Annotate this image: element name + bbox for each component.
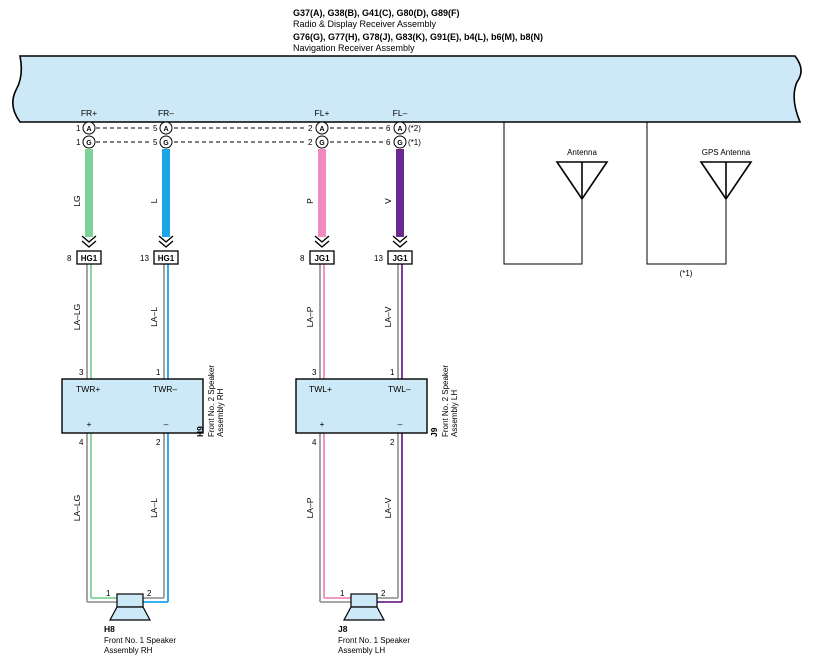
antenna-wiring: [503, 122, 727, 265]
junction-pin-2: 13: [140, 254, 149, 263]
receiver-name-radio: Radio & Display Receiver Assembly: [293, 19, 437, 29]
circle-a-3: A: [319, 126, 324, 133]
tweeter-lh-code: J9: [429, 427, 439, 437]
antenna-label: Antenna: [567, 148, 597, 157]
speaker-lh-pin-1: 1: [340, 589, 345, 598]
wire-code-la-p-bottom: LA–P: [305, 497, 315, 518]
receiver-assembly-box: [12, 55, 802, 123]
wire-code-la-lg-bottom: LA–LG: [72, 495, 82, 521]
tweeter-lh-name-1: Front No. 2 Speaker: [441, 365, 450, 437]
circle-a-4: A: [397, 126, 402, 133]
junction-jg1-a: JG1: [314, 254, 330, 263]
circle-a-2: A: [163, 126, 168, 133]
connector-dashed-lines: [96, 127, 383, 143]
receiver-codes-radio: G37(A), G38(B), G41(C), G80(D), G89(F): [293, 8, 460, 18]
pin-a-fl-minus: 6: [386, 124, 391, 133]
tweeter-rh-term-plus: TWR+: [76, 384, 100, 394]
connector-row-a: [82, 121, 407, 135]
chevron-down-icon: [81, 235, 408, 248]
note-a: (*2): [408, 124, 421, 133]
pin-g-fr-plus: 1: [76, 138, 81, 147]
wire-code-la-p-top: LA–P: [305, 306, 315, 327]
junction-pin-3: 8: [300, 254, 305, 263]
speaker-rh-name-2: Assembly RH: [104, 646, 153, 655]
speaker-lh-name-2: Assembly LH: [338, 646, 385, 655]
receiver-codes-nav: G76(G), G77(H), G78(J), G83(K), G91(E), …: [293, 32, 543, 42]
junction-connectors: [76, 250, 413, 265]
pin-g-fl-plus: 2: [308, 138, 313, 147]
pin-a-fr-minus: 5: [153, 124, 158, 133]
speaker-rh-icon: [108, 593, 152, 621]
terminal-fr-minus: FR–: [158, 108, 174, 118]
pin-g-fr-minus: 5: [153, 138, 158, 147]
tweeter-lh-sign-minus: –: [398, 419, 403, 429]
tweeter-rh-code: H9: [195, 426, 205, 437]
pin-a-fr-plus: 1: [76, 124, 81, 133]
tweeter-lh-pin-4: 4: [312, 438, 317, 447]
gps-antenna-icon: [699, 161, 753, 201]
wire-code-lg: LG: [72, 195, 82, 206]
speaker-lh-name-1: Front No. 1 Speaker: [338, 636, 410, 645]
tweeter-rh-term-minus: TWR–: [153, 384, 177, 394]
receiver-name-nav: Navigation Receiver Assembly: [293, 43, 415, 53]
speaker-lh-icon: [342, 593, 386, 621]
gps-antenna-label: GPS Antenna: [702, 148, 751, 157]
upper-wires: [85, 149, 404, 237]
circle-a-1: A: [86, 126, 91, 133]
tweeter-lh-pin-3: 3: [312, 368, 317, 377]
junction-pin-1: 8: [67, 254, 72, 263]
tweeter-lh-pin-2: 2: [390, 438, 395, 447]
junction-hg1-b: HG1: [158, 254, 175, 263]
junction-pin-4: 13: [374, 254, 383, 263]
speaker-rh-code: H8: [104, 624, 115, 634]
tweeter-rh-pin-4: 4: [79, 438, 84, 447]
terminal-fl-plus: FL+: [315, 108, 330, 118]
circle-g-4: G: [397, 140, 403, 147]
wire-code-la-v-bottom: LA–V: [383, 497, 393, 518]
connector-row-g: [82, 135, 407, 149]
speaker-rh-name-1: Front No. 1 Speaker: [104, 636, 176, 645]
circle-g-3: G: [319, 140, 325, 147]
pin-a-fl-plus: 2: [308, 124, 313, 133]
tweeter-lh-box: [295, 378, 428, 434]
junction-hg1-a: HG1: [81, 254, 98, 263]
circle-g-2: G: [163, 140, 169, 147]
circle-g-1: G: [86, 140, 92, 147]
pin-g-fl-minus: 6: [386, 138, 391, 147]
speaker-lh-code: J8: [338, 624, 348, 634]
junction-jg1-b: JG1: [392, 254, 408, 263]
tweeter-rh-pin-1: 1: [156, 368, 161, 377]
wire-code-la-l-top: LA–L: [149, 307, 159, 327]
terminal-fl-minus: FL–: [393, 108, 408, 118]
tweeter-lh-term-minus: TWL–: [388, 384, 411, 394]
tweeter-rh-pin-3: 3: [79, 368, 84, 377]
tweeter-rh-name-2: Assembly RH: [216, 388, 225, 437]
tweeter-rh-name-1: Front No. 2 Speaker: [207, 365, 216, 437]
tweeter-lh-sign-plus: +: [320, 419, 325, 429]
speaker-rh-pin-1: 1: [106, 589, 111, 598]
antenna-icon: [555, 161, 609, 201]
tweeter-lh-term-plus: TWL+: [309, 384, 332, 394]
speaker-lh-pin-2: 2: [381, 589, 386, 598]
terminal-fr-plus: FR+: [81, 108, 97, 118]
tweeter-rh-sign-minus: –: [164, 419, 169, 429]
wire-code-l: L: [149, 198, 159, 203]
wire-code-la-lg-top: LA–LG: [72, 304, 82, 330]
tweeter-lh-name-2: Assembly LH: [450, 390, 459, 437]
wire-code-la-v-top: LA–V: [383, 306, 393, 327]
note-g: (*1): [408, 138, 421, 147]
tweeter-rh-pin-2: 2: [156, 438, 161, 447]
tweeter-rh-sign-plus: +: [87, 419, 92, 429]
tweeter-rh-box: [61, 378, 204, 434]
speaker-rh-pin-2: 2: [147, 589, 152, 598]
wire-code-v: V: [383, 198, 393, 204]
antenna-note: (*1): [680, 269, 693, 278]
wire-code-la-l-bottom: LA–L: [149, 498, 159, 518]
tweeter-lh-pin-1: 1: [390, 368, 395, 377]
wire-code-p: P: [305, 198, 315, 204]
